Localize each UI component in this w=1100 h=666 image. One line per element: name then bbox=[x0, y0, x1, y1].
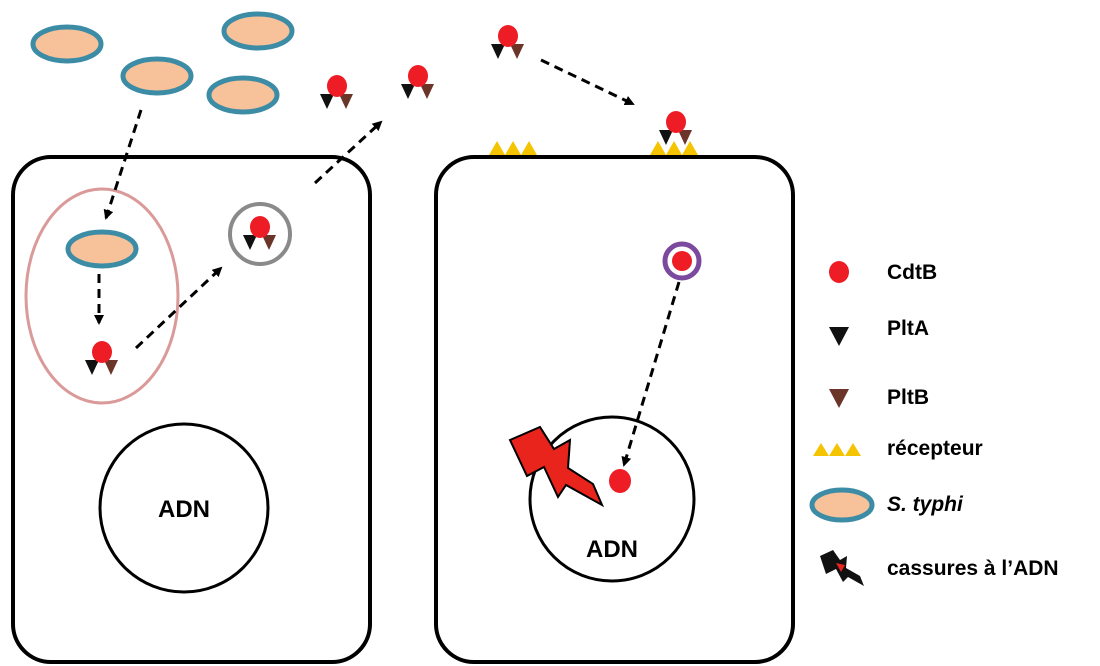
nucleus-left-label: ADN bbox=[158, 496, 210, 523]
typhoid-toxin-bound bbox=[659, 111, 692, 145]
legend-cdtb-label: CdtB bbox=[887, 261, 937, 284]
legend: CdtB PltA PltB récepteur S. typhi cassur… bbox=[809, 261, 1059, 586]
bacterium-intracellular bbox=[68, 232, 136, 266]
vacuole bbox=[24, 187, 180, 405]
nucleus-right-label: ADN bbox=[586, 536, 638, 563]
typhoid-toxin bbox=[491, 25, 524, 59]
dna-break-icon bbox=[508, 425, 605, 508]
legend-styphi-symbol bbox=[809, 487, 875, 523]
arrow bbox=[621, 281, 681, 467]
bacterium bbox=[224, 14, 292, 48]
toxin-vesicle bbox=[228, 202, 292, 266]
cdtb-in-nucleus bbox=[609, 469, 631, 493]
legend-plta-label: PltA bbox=[887, 317, 929, 340]
arrow bbox=[134, 266, 223, 350]
legend-receptor-symbol bbox=[813, 443, 861, 456]
legend-cdtb-symbol bbox=[829, 261, 849, 283]
legend-dna-breaks-label: cassures à l’ADN bbox=[887, 557, 1059, 580]
legend-plta-symbol bbox=[829, 327, 849, 346]
legend-styphi-label: S. typhi bbox=[887, 493, 964, 516]
bacterium bbox=[33, 27, 101, 61]
legend-pltb-label: PltB bbox=[887, 386, 929, 409]
nucleus-right bbox=[528, 415, 696, 583]
typhoid-toxin bbox=[401, 65, 434, 99]
legend-receptor-label: récepteur bbox=[887, 437, 983, 460]
bacterium bbox=[209, 78, 277, 112]
nucleus-left bbox=[98, 422, 270, 594]
cdtb-in-endosome bbox=[672, 251, 692, 271]
receptor-group-bound bbox=[650, 141, 698, 155]
typhoid-toxin bbox=[243, 216, 276, 250]
legend-dna-break-accent bbox=[836, 563, 845, 572]
typhoid-toxin bbox=[85, 341, 118, 375]
arrow bbox=[313, 120, 383, 185]
typhoid-toxin bbox=[320, 75, 353, 109]
host-cell-left bbox=[11, 155, 372, 664]
host-cell-right bbox=[434, 155, 795, 664]
arrow bbox=[540, 58, 635, 106]
receptor-group bbox=[489, 141, 537, 155]
legend-pltb-symbol bbox=[829, 389, 849, 408]
arrow bbox=[103, 109, 143, 220]
bacterium bbox=[123, 59, 191, 93]
